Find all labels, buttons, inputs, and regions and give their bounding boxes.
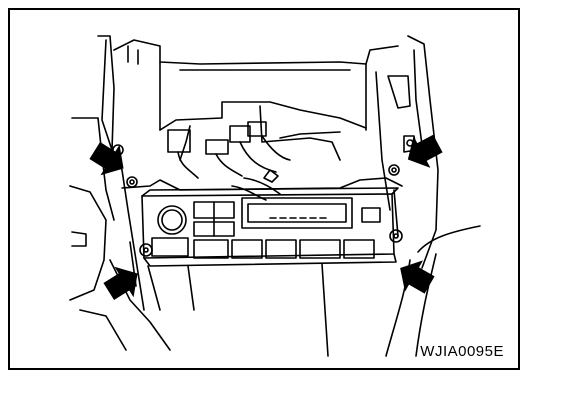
figure-code: WJIA0095E bbox=[420, 343, 504, 360]
figure-frame: WJIA0095E bbox=[8, 8, 520, 370]
arrow-icon bbox=[89, 141, 124, 176]
audio-climate-unit bbox=[139, 187, 403, 267]
wiring-harness bbox=[167, 121, 291, 201]
arrow-icon bbox=[400, 260, 435, 294]
console-cavity bbox=[159, 101, 367, 161]
arrow-icon bbox=[407, 134, 443, 168]
arrow-icon bbox=[103, 266, 138, 301]
lower-console bbox=[147, 263, 329, 357]
dashboard-panel-left bbox=[69, 35, 171, 351]
console-opening bbox=[113, 39, 399, 131]
dashboard-illustration bbox=[69, 35, 481, 357]
